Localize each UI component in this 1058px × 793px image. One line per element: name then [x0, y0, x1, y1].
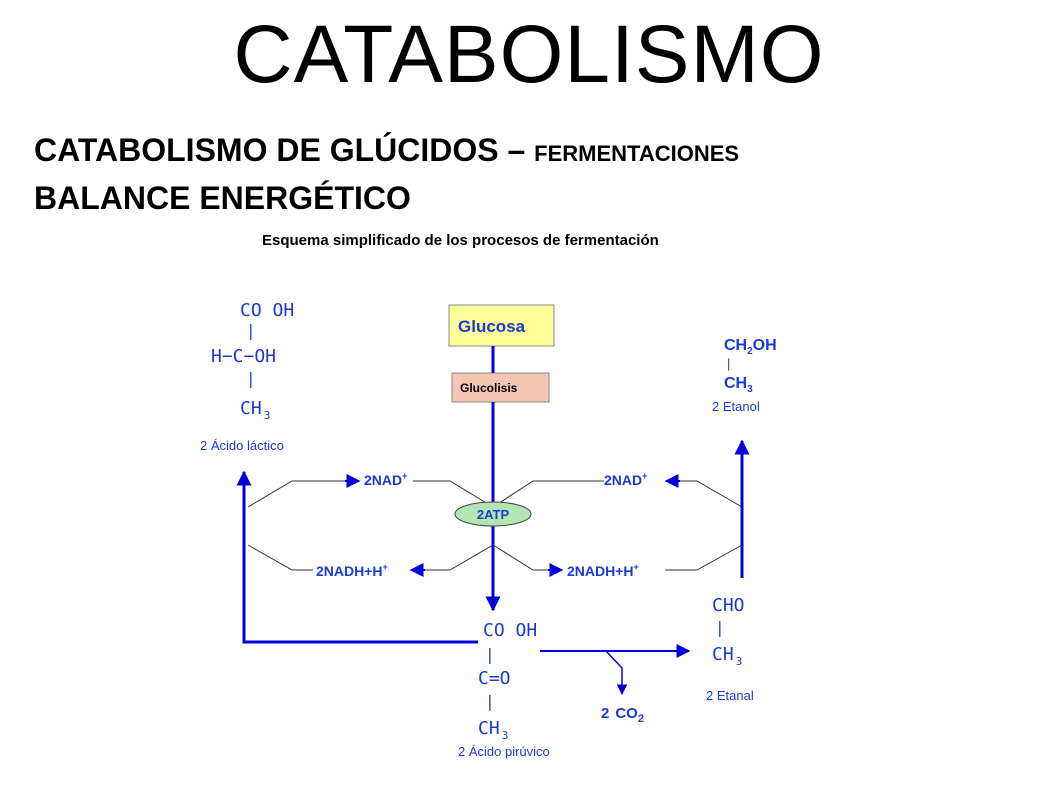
ethanol-label: 2 Etanol: [712, 399, 760, 414]
lactic-line-3: H−C−OH: [211, 346, 276, 367]
nadh-left-label: 2NADH+H+: [316, 562, 388, 579]
ethanol-line-2: |: [727, 356, 730, 371]
subtitle: CATABOLISMO DE GLÚCIDOS – FERMENTACIONES: [34, 132, 739, 169]
ethanal-line-2: |: [715, 618, 725, 637]
lactic-acid-label: 2 Ácido láctico: [200, 438, 284, 453]
atp-ellipse: 2ATP: [454, 501, 532, 527]
page-title: CATABOLISMO: [233, 9, 825, 100]
ethanol-structure: CH2OH | CH3: [724, 337, 777, 395]
glucose-label: Glucosa: [458, 317, 526, 336]
subtitle-main: CATABOLISMO DE GLÚCIDOS –: [34, 132, 526, 168]
nadh-right-label: 2NADH+H+: [567, 562, 639, 579]
nad-left-label: 2NAD+: [364, 471, 407, 488]
lactic-line-4: |: [246, 369, 256, 388]
nad-right-label: 2NAD+: [604, 471, 647, 488]
ethanol-line-1: CH2OH: [724, 337, 777, 357]
arrow-to-lactic: [236, 470, 478, 644]
arrow-to-co2: [605, 650, 628, 696]
section-heading: BALANCE ENERGÉTICO: [34, 180, 411, 216]
ethanal-label: 2 Etanal: [706, 688, 754, 703]
diagram-caption: Esquema simplificado de los procesos de …: [262, 232, 659, 249]
ethanal-line-1: CHO: [712, 595, 745, 616]
atp-label: 2ATP: [477, 507, 510, 522]
glycolysis-label: Glucolisis: [460, 381, 518, 395]
lactic-line-1: CO OH: [240, 300, 294, 321]
subtitle-small: FERMENTACIONES: [534, 141, 740, 166]
ethanol-line-3: CH3: [724, 375, 753, 395]
pyruvic-acid-label: 2 Ácido pirúvico: [458, 744, 550, 759]
pyruvic-line-3: C=O: [478, 668, 511, 689]
glucose-box: Glucosa: [448, 304, 555, 347]
pyruvic-line-1: CO OH: [483, 620, 537, 641]
pyruvic-line-2: |: [485, 645, 495, 664]
pyruvic-line-4: |: [485, 692, 495, 711]
lactic-line-2: |: [246, 321, 256, 340]
glycolysis-box: Glucolisis: [451, 372, 550, 403]
